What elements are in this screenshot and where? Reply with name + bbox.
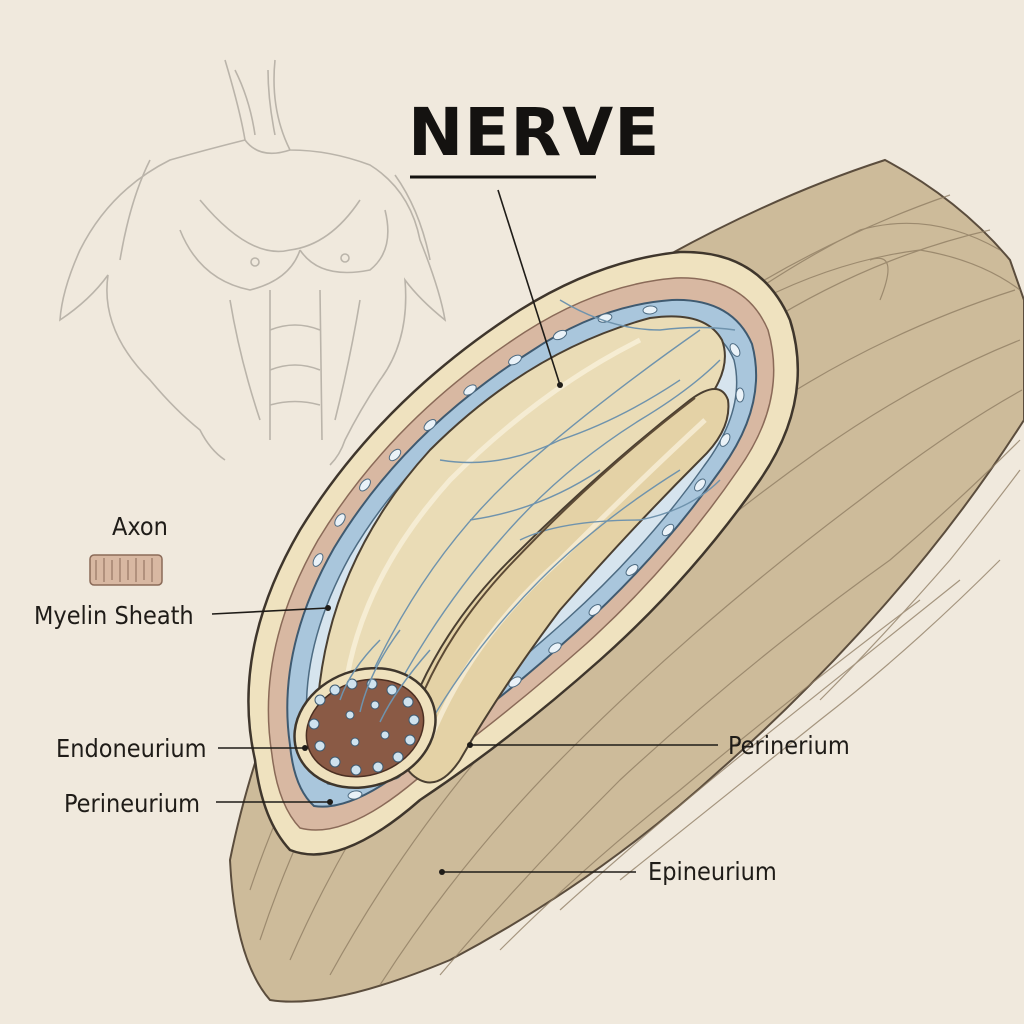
label-epineurium: Epineurium — [648, 857, 777, 886]
label-perineurium: Perineurium — [64, 789, 200, 818]
leader-dot-perinerium — [467, 742, 473, 748]
axon-bundles — [316, 299, 736, 784]
leader-dot-myelin-sheath — [325, 605, 331, 611]
leader-myelin-sheath — [211, 607, 329, 615]
label-endoneurium: Endoneurium — [56, 734, 207, 763]
torso-sketch — [59, 59, 447, 466]
label-myelin-sheath: Myelin Sheath — [34, 601, 194, 630]
fascicle-cross-section — [293, 629, 437, 790]
sheath-cells — [312, 305, 745, 800]
label-perinerium: Perinerium — [728, 731, 850, 760]
title-leader-line — [497, 189, 561, 386]
leader-dot-endoneurium — [302, 745, 308, 751]
axon-swatch — [89, 554, 163, 586]
leader-dot-epineurium — [439, 869, 445, 875]
leader-dot-perineurium — [327, 799, 333, 805]
label-axon: Axon — [112, 512, 168, 541]
diagram-title: NERVE — [408, 94, 660, 171]
title-leader-dot — [557, 382, 563, 388]
